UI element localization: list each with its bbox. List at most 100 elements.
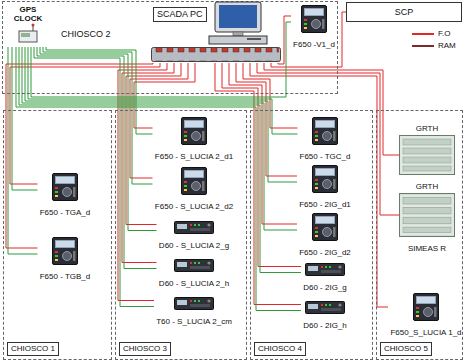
link-line <box>43 47 153 184</box>
device-label: D60 - 2IG_g <box>303 283 347 293</box>
relay-device: T60 - S_LUCIA 2_cm <box>154 297 234 328</box>
device-label: F650 - S_LUCIA 2_d2 <box>155 202 233 212</box>
device-label: F650 - 2IG_d2 <box>299 248 351 258</box>
label-row: F650 - 2IG_d2 <box>297 241 353 259</box>
scp-box: SCP <box>346 2 462 22</box>
gps-clock: GPS CLOCK <box>5 5 51 47</box>
relay-icon <box>301 5 327 33</box>
label-row: F650 - 2IG_d1 <box>297 193 353 211</box>
link-line <box>264 63 399 155</box>
legend-row: RAM <box>412 40 456 52</box>
link-line <box>19 47 301 273</box>
label-row: D60 - S_LUCIA 2_h <box>157 272 232 290</box>
device-label: T60 - S_LUCIA 2_cm <box>156 317 232 327</box>
relay-icon <box>174 221 214 234</box>
device-label: D60 - S_LUCIA 2_h <box>159 279 229 289</box>
link-line <box>10 63 160 184</box>
link-line <box>126 63 181 225</box>
relay-icon <box>174 297 214 310</box>
relay-icon <box>52 173 78 201</box>
relay-icon <box>312 117 338 145</box>
relay-device: D60 - 2IG_h <box>301 301 349 332</box>
label-row: SIMEAS R <box>399 237 455 255</box>
kiosk-region: CHIOSCO 4 F650 - TGC_dF650 - 2IG_d1F650 -… <box>250 110 373 360</box>
link-line <box>236 63 297 176</box>
device-label: GPS CLOCK <box>5 5 51 23</box>
link-line <box>257 63 399 215</box>
link-line <box>46 47 153 134</box>
kiosk-label: CHIOSCO 5 <box>380 342 432 356</box>
link-line <box>250 63 388 307</box>
relay-device: F650 -V1_d <box>291 5 337 51</box>
label-row: F650 - S_LUCIA 2_d1 <box>153 145 236 163</box>
device-label: F650 -V1_d <box>293 40 335 50</box>
label-row: F650_S_LUCIA 1_d <box>388 321 464 339</box>
legend-line <box>412 33 434 35</box>
device-label: D60 - 2IG_h <box>303 321 347 331</box>
gps-icon <box>17 23 39 43</box>
kiosk-region: CHIOSCO 2 GPS CLOCK SCADA PC F650 -V1_d <box>2 1 338 94</box>
relay-icon <box>174 259 214 272</box>
relay-device: F650 - 2IG_d2 <box>297 213 353 259</box>
link-line <box>16 47 301 311</box>
rack-icon <box>399 135 455 175</box>
rack-icon <box>399 193 455 237</box>
kiosk-label: CHIOSCO 3 <box>119 342 171 356</box>
link-line <box>34 47 154 307</box>
relay-icon <box>52 237 78 265</box>
relay-icon <box>312 165 338 193</box>
rack-label: GRTH <box>416 124 439 134</box>
kiosk-label: CHIOSCO 2 <box>61 29 111 40</box>
relay-device: F650_S_LUCIA 1_d <box>388 293 464 339</box>
relay-icon <box>181 117 207 145</box>
device-label: F650_S_LUCIA 1_d <box>390 328 461 338</box>
link-line <box>37 47 157 269</box>
legend-text: RAM <box>438 41 456 50</box>
legend-text: F.O <box>438 29 450 38</box>
scada-pc: SCADA PC <box>151 1 281 63</box>
label-row: GRTH <box>399 175 455 193</box>
link-line <box>40 47 157 231</box>
device-label: D60 - S_LUCIA 2_g <box>159 241 229 251</box>
label-row: F650 - S_LUCIA 2_d2 <box>153 195 236 213</box>
device-label: F650 - 2IG_d1 <box>299 200 351 210</box>
label-row: F650 - TGA_d <box>38 201 93 219</box>
device-label: F650 - TGB_d <box>40 272 91 282</box>
label-row: F650 - TGC_d <box>298 145 353 163</box>
rack-cabinet: GRTH <box>399 117 455 175</box>
kiosk-label: CHIOSCO 4 <box>254 342 306 356</box>
relay-device: D60 - 2IG_g <box>301 263 349 294</box>
rack-cabinet: GRTH SIMEAS R <box>399 175 455 255</box>
relay-device: F650 - TGA_d <box>38 173 93 219</box>
relay-icon <box>181 167 207 195</box>
legend: F.O RAM <box>412 28 456 52</box>
label-row: T60 - S_LUCIA 2_cm <box>154 310 234 328</box>
pc-label: SCADA PC <box>153 7 207 22</box>
relay-device: F650 - TGC_d <box>298 117 353 163</box>
label-row: D60 - 2IG_g <box>301 276 349 294</box>
legend-row: F.O <box>412 28 456 40</box>
label-row: F650 -V1_d <box>291 33 337 51</box>
label-row: D60 - S_LUCIA 2_g <box>157 234 232 252</box>
link-line <box>8 47 38 254</box>
rack-label: SIMEAS R <box>408 244 446 254</box>
relay-device: D60 - S_LUCIA 2_g <box>157 221 232 252</box>
box-label: SCP <box>347 3 461 21</box>
label-row: GRTH <box>399 117 455 135</box>
relay-device: F650 - TGB_d <box>38 237 93 283</box>
relay-device: D60 - S_LUCIA 2_h <box>157 259 232 290</box>
link-line <box>229 63 297 224</box>
kiosk-region: CHIOSCO 5 GRTH GRTH SIMEAS R F650_S_LUCIA 1_… <box>376 110 463 360</box>
relay-icon <box>305 301 345 314</box>
relay-device: F650 - 2IG_d1 <box>297 165 353 211</box>
kiosk-region: CHIOSCO 1 F650 - TGA_dF650 - TGB_d <box>3 110 112 360</box>
kiosk-label: CHIOSCO 1 <box>7 342 59 356</box>
relay-icon <box>305 263 345 276</box>
legend-line <box>412 45 434 47</box>
label-row: D60 - 2IG_h <box>301 314 349 332</box>
relay-device: F650 - S_LUCIA 2_d2 <box>153 167 236 213</box>
device-label: F650 - TGA_d <box>40 208 91 218</box>
device-label: F650 - S_LUCIA 2_d1 <box>155 152 233 162</box>
rack-label: GRTH <box>416 182 439 192</box>
